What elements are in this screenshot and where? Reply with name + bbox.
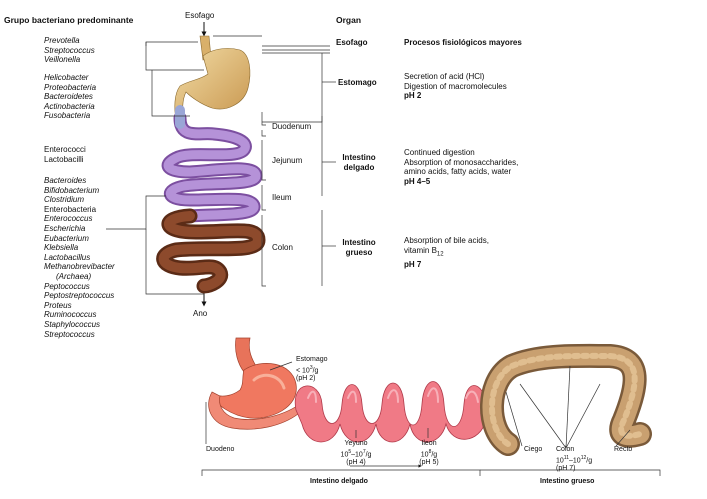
process-estomago: Secretion of acid (HCl) Digestion of mac… <box>404 72 507 101</box>
bottom-callout-lines <box>201 361 661 476</box>
bottom-ileon-label: Ileon 108/g (pH 5) <box>419 440 439 467</box>
bottom-yeyuno-label: Yeyuno 105–107/g (pH 4) <box>340 440 372 467</box>
sub-region-jejunum: Jejunum <box>272 156 303 165</box>
stomach-bottom-shape <box>211 363 297 419</box>
bottom-duodeno-label: Duodeno <box>206 446 235 453</box>
bottom-estomago-label: Estomago < 103/g (pH 2) <box>296 356 328 383</box>
organ-estomago: Estomago <box>338 78 377 87</box>
bottom-intestino-delgado-label: Intestino delgado <box>310 478 368 485</box>
ano-label: Ano <box>193 309 208 318</box>
sub-region-duodenum: Duodenum <box>272 122 312 131</box>
bacteria-group-large-intestine: Bacteroides Bifidobacterium Clostridium … <box>44 176 115 339</box>
bottom-diagram <box>201 337 661 476</box>
bacteria-group-small-intestine: Enterococci Lactobacilli <box>44 145 86 164</box>
bacteria-group-stomach: Helicobacter Proteobacteria Bacteroidete… <box>44 73 97 121</box>
bottom-recto-label: Recto <box>614 446 633 453</box>
processes-heading: Procesos fisiológicos mayores <box>404 38 522 47</box>
bacteria-bracket-lines <box>106 41 204 295</box>
bacteria-group-mouth: Prevotella Streptococcus Veillonella <box>44 36 95 65</box>
bottom-colon-label: Colon 1011–1012/g (pH 7) <box>556 446 593 473</box>
sub-region-colon: Colon <box>272 243 293 252</box>
bacteria-heading: Grupo bacteriano predominante <box>4 15 134 25</box>
process-grueso: Absorption of bile acids, vitamin B12 pH… <box>404 236 489 269</box>
organ-intestino-delgado: Intestino delgado <box>342 153 376 172</box>
organ-intestino-grueso: Intestino grueso <box>342 238 376 257</box>
small-intestine-bottom-shape <box>294 381 487 443</box>
bottom-intestino-grueso-label: Intestino grueso <box>540 478 595 485</box>
organ-connector-lines <box>213 35 336 287</box>
esofago-top-label: Esofago <box>185 11 215 20</box>
organ-esofago: Esofago <box>336 38 368 47</box>
colon-bottom-shape <box>480 343 652 456</box>
organ-heading: Organ <box>336 15 362 25</box>
colon-shape <box>156 208 266 294</box>
stomach-shape <box>174 48 251 121</box>
sub-region-ileum: Ileum <box>272 193 292 202</box>
bottom-ciego-label: Ciego <box>524 446 543 453</box>
process-delgado: Continued digestion Absorption of monosa… <box>404 148 519 186</box>
small-intestine-shape <box>161 105 263 223</box>
